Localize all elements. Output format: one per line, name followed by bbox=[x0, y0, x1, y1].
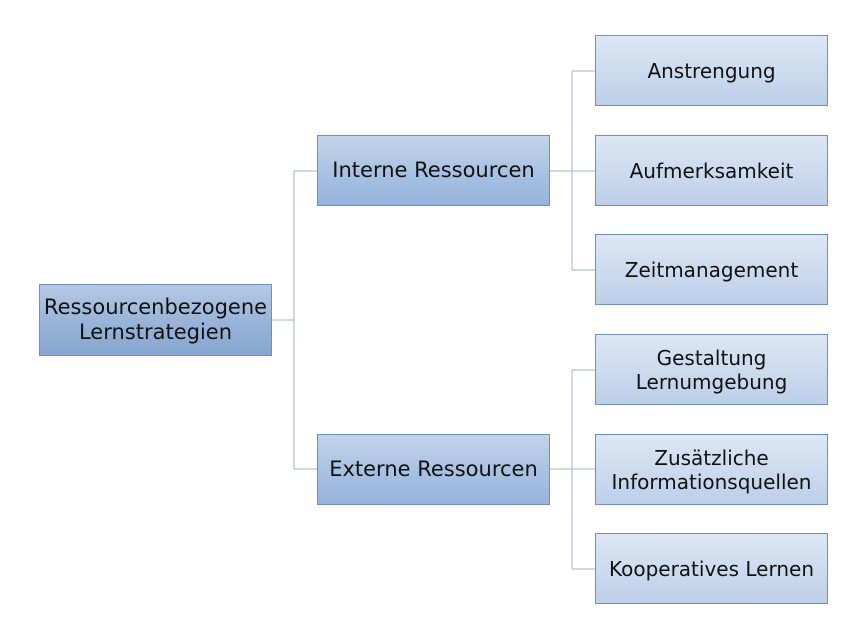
root-node-line2: Lernstrategien bbox=[78, 320, 233, 344]
node-aufmerksamkeit-line1: Aufmerksamkeit bbox=[629, 158, 794, 183]
external-resources-label: Externe Ressourcen bbox=[329, 456, 538, 481]
node-gestaltung-text: Gestaltung Lernumgebung bbox=[636, 346, 788, 394]
node-anstrengung-text: Anstrengung bbox=[647, 59, 775, 83]
node-gestaltung-lernumgebung: Gestaltung Lernumgebung bbox=[595, 334, 828, 405]
node-zusaetzliche-informationsquellen: Zusätzliche Informationsquellen bbox=[595, 434, 828, 505]
node-zeitmanagement: Zeitmanagement bbox=[595, 234, 828, 305]
root-node-text: Ressourcenbezogene Lernstrategien bbox=[44, 295, 267, 345]
external-resources-node: Externe Ressourcen bbox=[317, 434, 550, 505]
node-zusaetzliche-line2: Informationsquellen bbox=[611, 469, 812, 494]
internal-resources-node: Interne Ressourcen bbox=[317, 135, 550, 206]
node-gestaltung-line2: Lernumgebung bbox=[635, 369, 788, 394]
node-zeitmanagement-text: Zeitmanagement bbox=[625, 258, 798, 282]
root-node-line1: Ressourcenbezogene bbox=[43, 294, 268, 319]
node-anstrengung-line1: Anstrengung bbox=[647, 58, 776, 83]
node-kooperatives-line1: Kooperatives Lernen bbox=[608, 556, 814, 581]
node-anstrengung: Anstrengung bbox=[595, 35, 828, 106]
node-kooperatives-text: Kooperatives Lernen bbox=[609, 557, 814, 581]
node-gestaltung-line1: Gestaltung bbox=[656, 345, 767, 370]
node-aufmerksamkeit-text: Aufmerksamkeit bbox=[630, 159, 794, 183]
internal-resources-label: Interne Ressourcen bbox=[332, 157, 535, 182]
node-zeitmanagement-line1: Zeitmanagement bbox=[624, 257, 799, 282]
node-zusaetzliche-line1: Zusätzliche bbox=[654, 445, 769, 470]
node-zusaetzliche-text: Zusätzliche Informationsquellen bbox=[612, 446, 812, 494]
node-kooperatives-lernen: Kooperatives Lernen bbox=[595, 533, 828, 604]
root-node: Ressourcenbezogene Lernstrategien bbox=[39, 284, 272, 356]
node-aufmerksamkeit: Aufmerksamkeit bbox=[595, 135, 828, 206]
